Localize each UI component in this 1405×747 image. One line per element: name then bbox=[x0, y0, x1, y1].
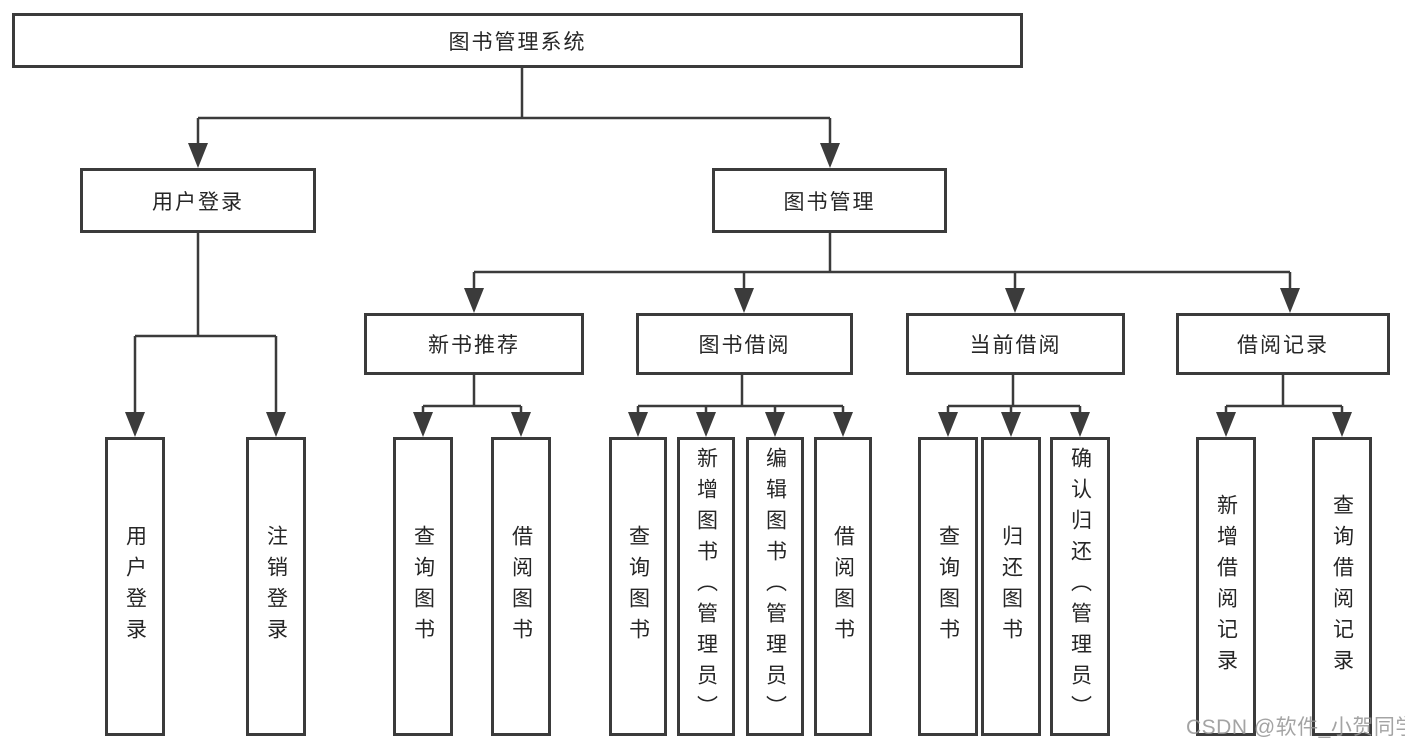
csdn-watermark: CSDN @软件_小贺同学 bbox=[1186, 716, 1405, 739]
node-user-login: 用户登录 bbox=[80, 168, 316, 233]
leaf-edit-book-admin: 编辑图书（管理员） bbox=[746, 437, 804, 736]
leaf-query-books-borrow-label: 查询图书 bbox=[626, 524, 650, 649]
leaf-return-books: 归还图书 bbox=[981, 437, 1041, 736]
leaf-query-borrow-record: 查询借阅记录 bbox=[1312, 437, 1372, 736]
node-borrowing-records: 借阅记录 bbox=[1176, 313, 1390, 375]
leaf-confirm-return-admin: 确认归还（管理员） bbox=[1050, 437, 1110, 736]
leaf-add-book-admin-label: 新增图书（管理员） bbox=[694, 447, 718, 726]
leaf-add-book-admin: 新增图书（管理员） bbox=[677, 437, 735, 736]
leaf-query-books-current: 查询图书 bbox=[918, 437, 978, 736]
leaf-borrow-books-recommend-label: 借阅图书 bbox=[509, 524, 533, 649]
node-book-management: 图书管理 bbox=[712, 168, 947, 233]
leaf-query-borrow-record-label: 查询借阅记录 bbox=[1330, 493, 1354, 680]
leaf-borrow-books: 借阅图书 bbox=[814, 437, 872, 736]
leaf-user-login: 用户登录 bbox=[105, 437, 165, 736]
leaf-borrow-books-recommend: 借阅图书 bbox=[491, 437, 551, 736]
leaf-user-login-label: 用户登录 bbox=[123, 524, 147, 649]
leaf-return-books-label: 归还图书 bbox=[999, 524, 1023, 649]
leaf-query-books-current-label: 查询图书 bbox=[936, 524, 960, 649]
leaf-logout-login: 注销登录 bbox=[246, 437, 306, 736]
leaf-add-borrow-record-label: 新增借阅记录 bbox=[1214, 493, 1238, 680]
leaf-query-books-borrow: 查询图书 bbox=[609, 437, 667, 736]
leaf-add-borrow-record: 新增借阅记录 bbox=[1196, 437, 1256, 736]
node-current-borrowing: 当前借阅 bbox=[906, 313, 1125, 375]
leaf-confirm-return-admin-label: 确认归还（管理员） bbox=[1068, 447, 1092, 726]
leaf-query-books-recommend-label: 查询图书 bbox=[411, 524, 435, 649]
leaf-logout-login-label: 注销登录 bbox=[264, 524, 288, 649]
node-library-management-system: 图书管理系统 bbox=[12, 13, 1023, 68]
node-new-book-recommendation: 新书推荐 bbox=[364, 313, 584, 375]
node-book-borrowing: 图书借阅 bbox=[636, 313, 853, 375]
leaf-borrow-books-label: 借阅图书 bbox=[831, 524, 855, 649]
leaf-edit-book-admin-label: 编辑图书（管理员） bbox=[763, 447, 787, 726]
leaf-query-books-recommend: 查询图书 bbox=[393, 437, 453, 736]
